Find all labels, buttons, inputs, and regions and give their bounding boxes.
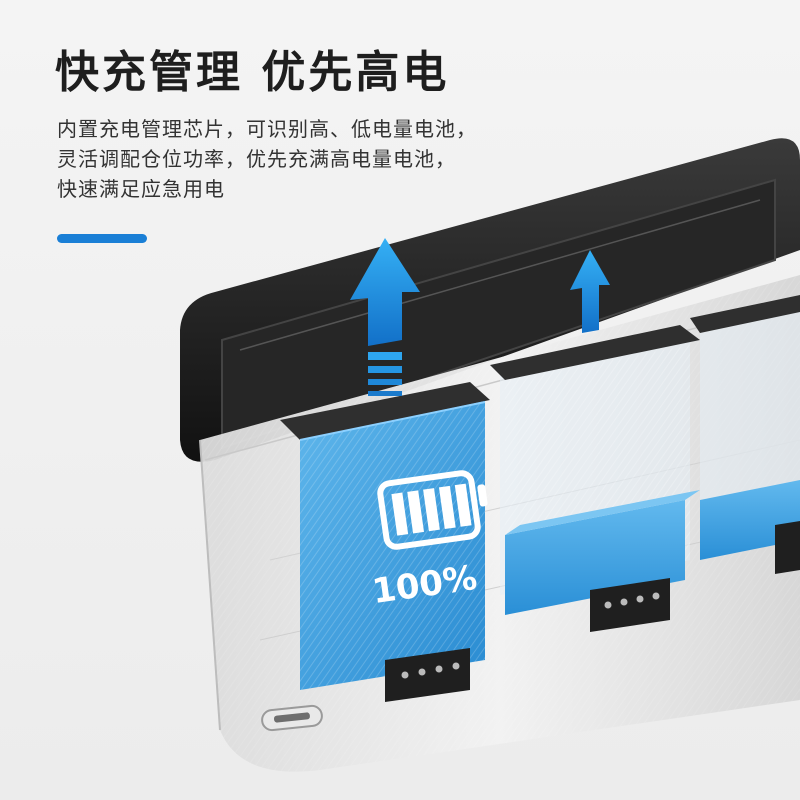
accent-bar (57, 234, 147, 243)
battery-low-2 (690, 295, 800, 560)
description-line-3: 快速满足应急用电 (57, 177, 225, 201)
connector-2 (590, 578, 670, 632)
usb-c-port-icon (261, 704, 323, 732)
description-line-1: 内置充电管理芯片，可识别高、低电量电池， (57, 117, 477, 141)
battery-full-icon (377, 470, 488, 550)
page-title: 快充管理 优先高电 (55, 47, 450, 98)
arrow-up-icon (570, 250, 610, 333)
connector-3 (775, 521, 800, 574)
arrow-up-icon (350, 238, 420, 396)
feature-description: 内置充电管理芯片，可识别高、低电量电池， 灵活调配仓位功率，优先充满高电量电池，… (57, 114, 577, 204)
battery-low (490, 325, 700, 615)
description-line-2: 灵活调配仓位功率，优先充满高电量电池， (57, 147, 456, 171)
connector-1 (385, 648, 470, 702)
charger-lid (180, 138, 800, 462)
